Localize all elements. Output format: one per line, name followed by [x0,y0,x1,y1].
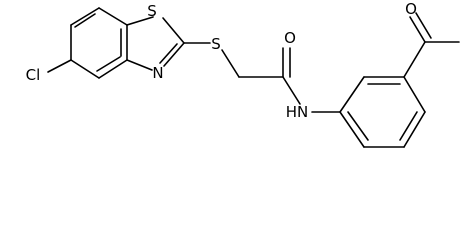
atom-nh-amide: HN [286,103,309,121]
atom-o-amide: O [284,29,296,47]
atom-o-acetyl: O [405,0,417,18]
atom-s-thioether: S [211,35,221,53]
bond-lines [47,7,460,148]
atom-n-thiazole: N [152,64,163,82]
atom-cl: Cl [26,66,41,84]
atom-s-thiazole: S [147,2,157,20]
chemical-structure: S N S O HN O Cl [26,0,460,148]
